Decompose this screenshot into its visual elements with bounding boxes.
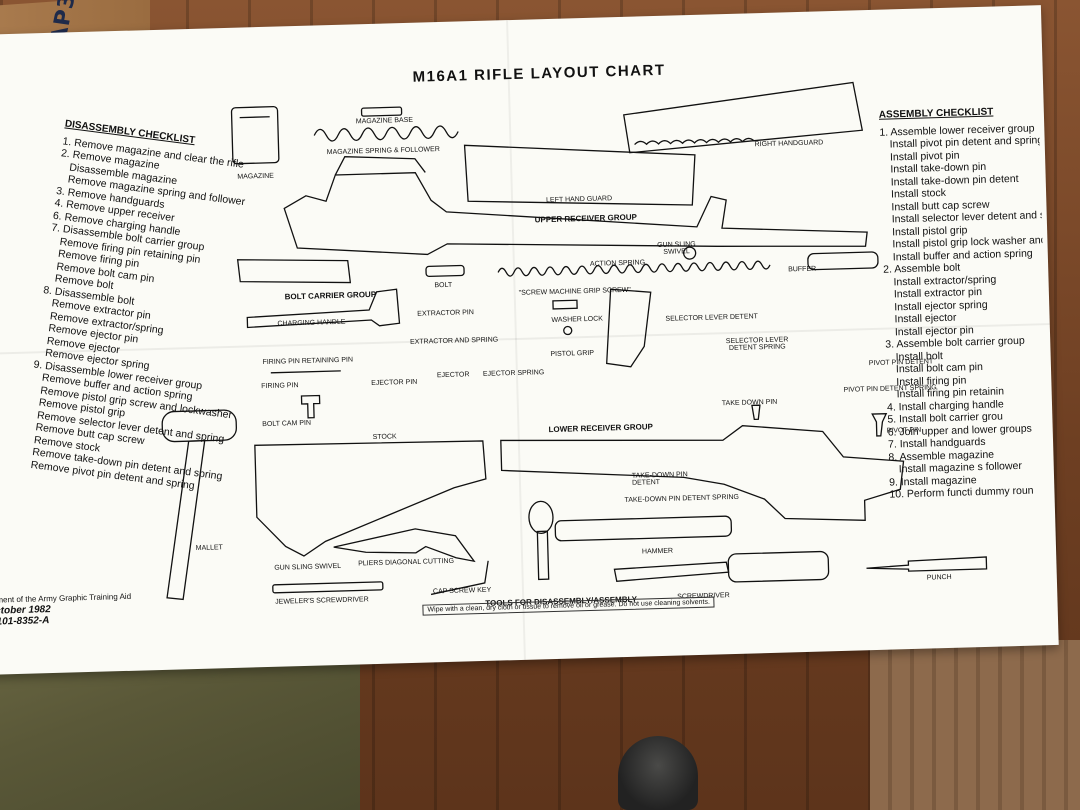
label-magazine: MAGAZINE — [237, 172, 274, 181]
action-spring-drawing — [497, 260, 771, 277]
label-bolt: BOLT — [434, 281, 453, 290]
charging-handle-drawing — [246, 288, 401, 329]
label-firing-pin: FIRING PIN — [261, 382, 299, 391]
label-stock: STOCK — [372, 433, 397, 442]
label-selector-spring: SELECTOR LEVER DETENT SPRING — [725, 336, 789, 353]
bolt-carrier-drawing — [236, 259, 352, 284]
label-mallet: MALLET — [195, 544, 224, 552]
stock-drawing — [254, 440, 487, 557]
parts-drawings — [161, 81, 988, 601]
upper-receiver-drawing — [283, 156, 868, 256]
gun-sling-swivel-top-drawing — [682, 246, 697, 260]
label-take-down-pin-detent: TAKE-DOWN PIN DETENT — [631, 471, 688, 487]
bolt-drawing — [425, 264, 465, 278]
punch-drawing — [866, 556, 988, 572]
right-handguard-drawing — [623, 81, 864, 154]
magazine-base-drawing — [360, 106, 403, 117]
take-down-pin-drawing — [751, 404, 761, 421]
magazine-spring-drawing — [313, 125, 459, 142]
label-gun-sling-swivel-top: GUN SLING SWIVEL — [657, 240, 696, 256]
label-washer-lock: WASHER LOCK — [551, 315, 604, 324]
label-punch: PUNCH — [926, 573, 952, 582]
poster-footer: artment of the Army Graphic Training Aid… — [0, 591, 132, 628]
screwdriver-drawing — [613, 550, 830, 583]
hammer-drawing — [528, 500, 733, 581]
mallet-drawing — [161, 409, 237, 601]
pliers-drawing — [333, 528, 476, 563]
pivot-pin-drawing — [871, 412, 888, 437]
lower-receiver-drawing — [500, 425, 905, 521]
label-ejector-pin: EJECTOR PIN — [371, 378, 418, 388]
label-hammer: HAMMER — [641, 547, 674, 556]
cap-screw-key-drawing — [430, 560, 489, 596]
washer-lock-drawing — [563, 325, 573, 336]
label-buffer: BUFFER — [788, 265, 817, 274]
bolt-cam-pin-drawing — [300, 394, 321, 419]
magazine-drawing — [230, 106, 280, 165]
left-handguard-drawing — [463, 144, 696, 206]
label-ejector: EJECTOR — [436, 371, 470, 380]
screw-drawing — [552, 299, 578, 310]
wood-panel — [870, 640, 1080, 810]
label-pistol-grip: PISTOL GRIP — [550, 349, 595, 359]
jewelers-screwdriver-drawing — [272, 581, 384, 594]
shoe — [618, 736, 698, 810]
firing-pin-drawing — [270, 370, 341, 374]
label-bolt-cam-pin: BOLT CAM PIN — [262, 419, 312, 429]
rifle-layout-poster: M16A1 RIFLE LAYOUT CHART DISASSEMBLY CHE… — [0, 5, 1059, 675]
buffer-drawing — [807, 251, 879, 271]
pistol-grip-drawing — [606, 288, 652, 368]
label-pivot-pin: PIVOT PIN — [886, 426, 922, 435]
